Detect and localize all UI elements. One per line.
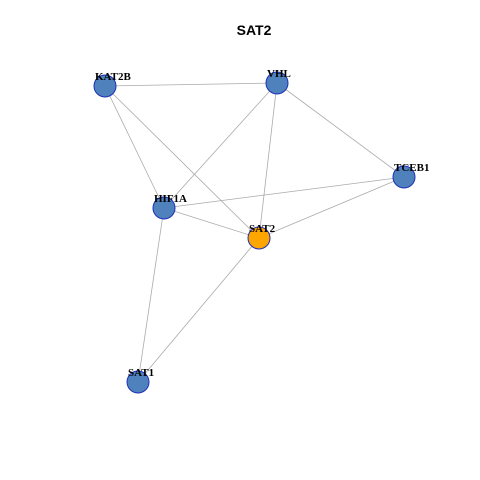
node-sat2: SAT2 — [247, 223, 276, 250]
node-label-vhl: VHL — [267, 68, 291, 80]
node-label-tceb1: TCEB1 — [394, 162, 429, 174]
edge-hif1a-sat2 — [163, 207, 260, 239]
edge-vhl-tceb1 — [276, 82, 405, 178]
node-circle-kat2b — [93, 74, 117, 98]
node-tceb1: TCEB1 — [392, 162, 429, 189]
node-circle-hif1a — [152, 196, 176, 220]
node-kat2b: KAT2B — [93, 71, 132, 98]
node-sat1: SAT1 — [126, 367, 154, 394]
node-label-hif1a: HIF1A — [154, 193, 187, 205]
edge-hif1a-tceb1 — [163, 176, 405, 209]
edge-sat2-sat1 — [137, 237, 260, 383]
edge-vhl-hif1a — [163, 82, 278, 209]
edge-kat2b-vhl — [104, 82, 278, 87]
graph-title: SAT2 — [237, 22, 272, 38]
node-circle-sat2 — [247, 226, 271, 250]
edge-hif1a-sat1 — [137, 207, 165, 383]
node-label-sat1: SAT1 — [128, 367, 154, 379]
node-hif1a: HIF1A — [152, 193, 187, 220]
node-label-sat2: SAT2 — [249, 223, 276, 235]
node-circle-sat1 — [126, 370, 150, 394]
edge-kat2b-hif1a — [104, 85, 165, 209]
edge-tceb1-sat2 — [258, 176, 405, 239]
node-label-kat2b: KAT2B — [95, 71, 132, 83]
node-circle-vhl — [265, 71, 289, 95]
node-circle-tceb1 — [392, 165, 416, 189]
node-vhl: VHL — [265, 68, 291, 95]
edge-kat2b-sat2 — [104, 85, 260, 239]
edges-layer — [104, 82, 405, 383]
edge-vhl-sat2 — [258, 82, 278, 239]
